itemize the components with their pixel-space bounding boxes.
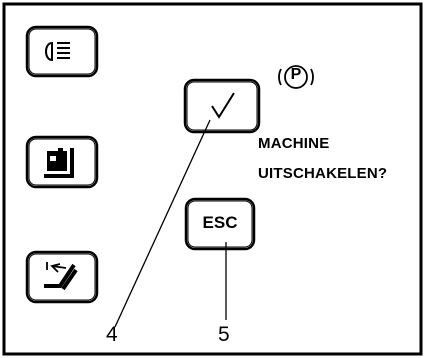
message-line-1: MACHINE	[258, 135, 330, 152]
parking-brake-icon	[278, 65, 314, 89]
message-line-2: UITSCHAKELEN?	[258, 165, 388, 182]
checkmark-icon	[211, 92, 235, 119]
callout-line-4	[114, 119, 211, 328]
panel-border	[2, 2, 423, 356]
seat-tilt-icon	[44, 262, 78, 291]
seat-tilt-button[interactable]	[25, 250, 99, 304]
esc-button[interactable]	[184, 197, 256, 251]
headlight-icon	[45, 41, 70, 62]
confirm-button[interactable]	[183, 78, 261, 134]
parking-brake-letter: P	[290, 66, 302, 83]
load-backrest-button[interactable]	[25, 135, 99, 189]
headlight-button[interactable]	[25, 25, 99, 78]
callout-label-5: 5	[218, 323, 230, 346]
load-backrest-icon	[44, 148, 74, 178]
esc-label: ESC	[202, 213, 238, 232]
callout-label-4: 4	[106, 323, 118, 346]
